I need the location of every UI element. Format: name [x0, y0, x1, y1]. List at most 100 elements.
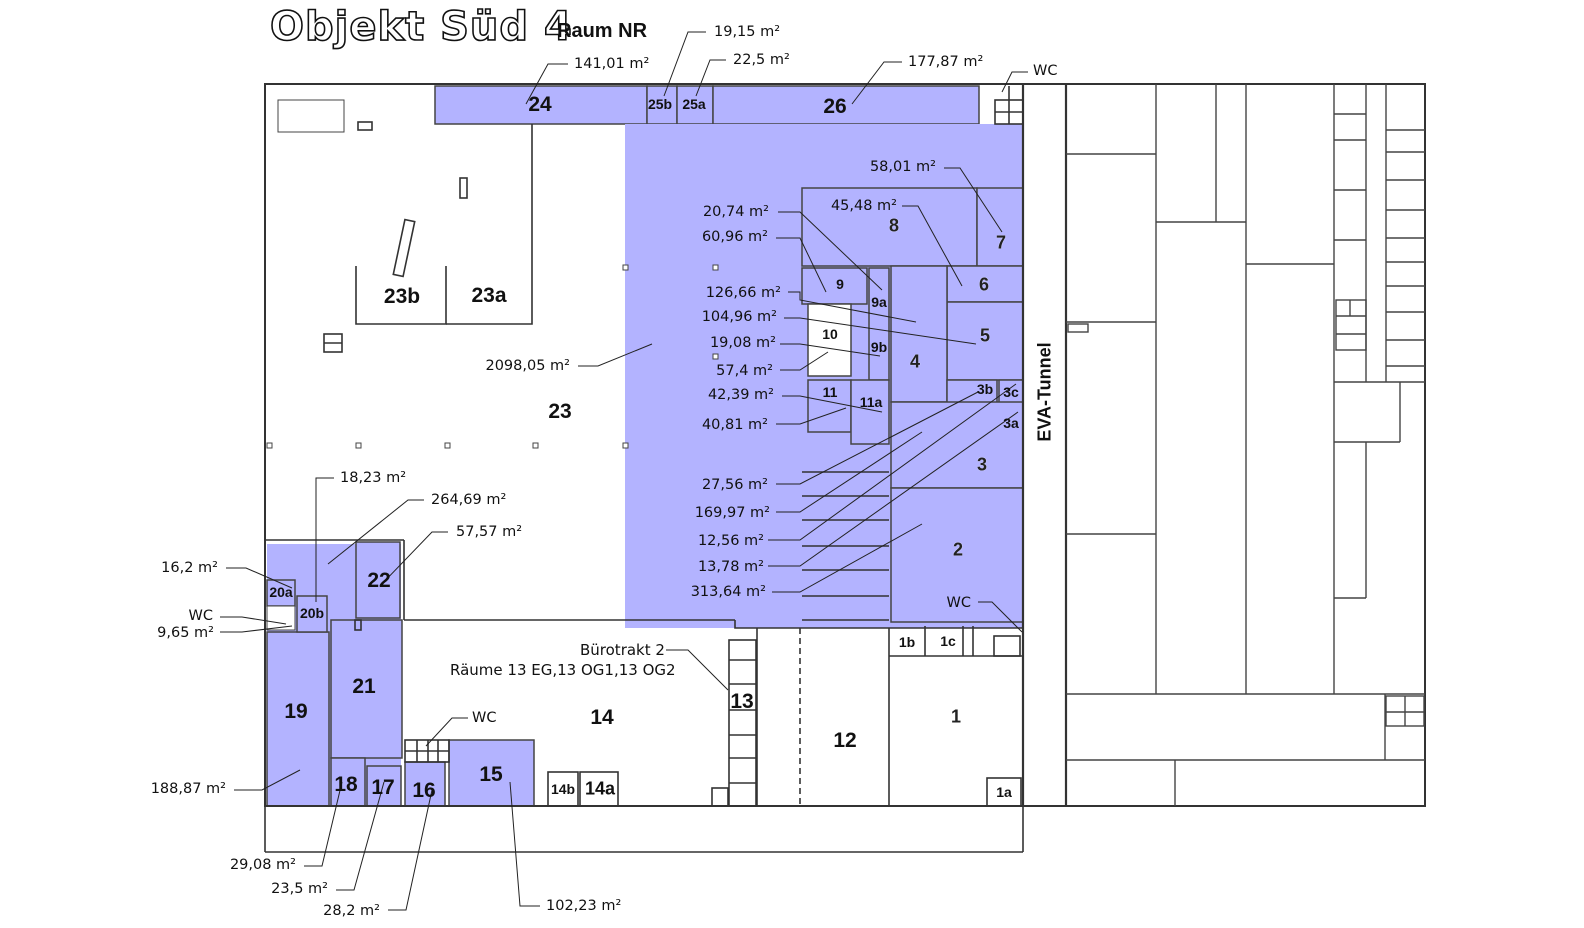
area-label-9b: 19,08 m²	[709, 335, 776, 351]
area-label-5: 104,96 m²	[701, 309, 777, 325]
room-22-shape	[355, 541, 401, 619]
room-label-9b: 9b	[870, 339, 888, 355]
room-21-shape	[330, 619, 403, 759]
room-label-5: 5	[979, 325, 991, 346]
area-label-3: 169,97 m²	[694, 505, 770, 521]
walls	[264, 83, 1426, 853]
area-label-18: 29,08 m²	[229, 857, 296, 873]
area-label-9a: 20,74 m²	[702, 204, 769, 220]
area-label-11a: 42,39 m²	[707, 387, 774, 403]
area-label-21: 264,69 m²	[431, 492, 507, 508]
area-label-3a: 13,78 m²	[697, 559, 764, 575]
room-label-1c: 1c	[940, 633, 956, 649]
area-label-7: 58,01 m²	[869, 159, 936, 175]
room-label-14: 14	[590, 706, 614, 729]
area-label-19: 188,87 m²	[150, 781, 226, 797]
room-label-14b: 14b	[550, 781, 576, 797]
room-label-13: 13	[730, 690, 754, 713]
room-2-shape	[890, 487, 1024, 623]
room-label-6: 6	[978, 274, 990, 295]
area-label-20a: 16,2 m²	[161, 560, 218, 576]
room-7-shape	[976, 187, 1024, 267]
room-24-shape	[434, 85, 648, 125]
area-label-3b: 27,56 m²	[701, 477, 768, 493]
area-label-17: 23,5 m²	[271, 881, 328, 897]
room-label-20b: 20b	[299, 605, 325, 621]
area-label-23: 2098,05 m²	[485, 358, 570, 374]
room-9a-shape	[868, 267, 890, 381]
area-label-2: 313,64 m²	[690, 584, 766, 600]
room-label-9a: 9a	[871, 294, 887, 310]
buerotrakt-line2: Räume 13 EG,13 OG1,13 OG2	[450, 661, 676, 679]
room-label-1: 1	[950, 706, 962, 727]
room-label-1b: 1b	[898, 634, 916, 650]
room-19-shape	[266, 631, 330, 807]
room-label-23: 23	[548, 400, 572, 423]
area-label-25a: 22,5 m²	[733, 52, 790, 68]
room-label-10: 10	[822, 326, 838, 342]
room-label-15: 15	[479, 763, 503, 786]
page-subtitle: Raum NR	[557, 20, 648, 42]
room-label-3b: 3b	[976, 381, 994, 397]
area-label-9: 60,96 m²	[701, 229, 768, 245]
room-label-17: 17	[371, 776, 395, 799]
area-label-24: 141,01 m²	[574, 56, 650, 72]
wc-label-right: WC	[946, 595, 971, 611]
room-label-8: 8	[888, 215, 900, 236]
room-label-12: 12	[833, 729, 857, 752]
room-20a-shape	[266, 579, 296, 607]
area-label-26: 177,87 m²	[908, 54, 984, 70]
room-label-3c: 3c	[1003, 384, 1019, 400]
wc-label-left: WC	[188, 608, 213, 624]
room-9-shape	[801, 267, 868, 305]
room-11-shape	[807, 379, 852, 433]
room-label-11: 11	[822, 384, 838, 400]
room-label-20a: 20a	[269, 584, 293, 600]
area-label-20b: 18,23 m²	[340, 470, 407, 486]
room-label-3a: 3a	[1003, 415, 1019, 431]
room-label-24: 24	[528, 93, 552, 116]
area-label-8: 45,48 m²	[830, 198, 897, 214]
room-label-11a: 11a	[859, 394, 883, 410]
east-wing	[1066, 84, 1425, 806]
area-label-25b: 19,15 m²	[714, 24, 781, 40]
room-label-7: 7	[995, 232, 1007, 253]
area-label-4: 126,66 m²	[705, 285, 781, 301]
area-label-15: 102,23 m²	[546, 898, 622, 914]
room-label-18: 18	[334, 773, 358, 796]
room-label-4: 4	[909, 351, 921, 372]
highlighted-rooms	[266, 85, 1024, 807]
room-15-shape	[448, 739, 535, 807]
buerotrakt-line1: Bürotrakt 2	[580, 641, 665, 659]
room-26-shape	[712, 85, 980, 125]
room-label-21: 21	[352, 675, 376, 698]
area-label-16: 28,2 m²	[323, 903, 380, 919]
room-17-shape	[366, 765, 402, 807]
room-10-shape	[807, 303, 852, 377]
area-label-3c: 12,56 m²	[697, 533, 764, 549]
room-label-25b: 25b	[647, 96, 673, 112]
room-label-1a: 1a	[996, 784, 1012, 800]
area-label-11: 40,81 m²	[701, 417, 768, 433]
room-label-3: 3	[976, 454, 988, 475]
room-label-22: 22	[367, 569, 391, 592]
room-label-2: 2	[952, 539, 964, 560]
room-20b-shape	[296, 595, 328, 633]
room-4-shape	[890, 265, 948, 403]
room-16-shape	[404, 761, 446, 807]
room-label-19: 19	[284, 700, 308, 723]
wc-label-top: WC	[1033, 63, 1058, 79]
leader-lines	[220, 31, 1028, 911]
room-label-26: 26	[823, 95, 847, 118]
area-label-22: 57,57 m²	[456, 524, 523, 540]
room-label-9: 9	[836, 276, 844, 292]
area-label-wc-left: 9,65 m²	[157, 625, 214, 641]
room-label-14a: 14a	[584, 778, 616, 799]
room-label-23b: 23b	[383, 285, 421, 308]
area-label-10: 57,4 m²	[716, 363, 773, 379]
room-8-shape	[801, 187, 978, 267]
room-11a-shape	[850, 379, 890, 445]
room-label-25a: 25a	[682, 96, 706, 112]
room-label-16: 16	[412, 779, 436, 802]
